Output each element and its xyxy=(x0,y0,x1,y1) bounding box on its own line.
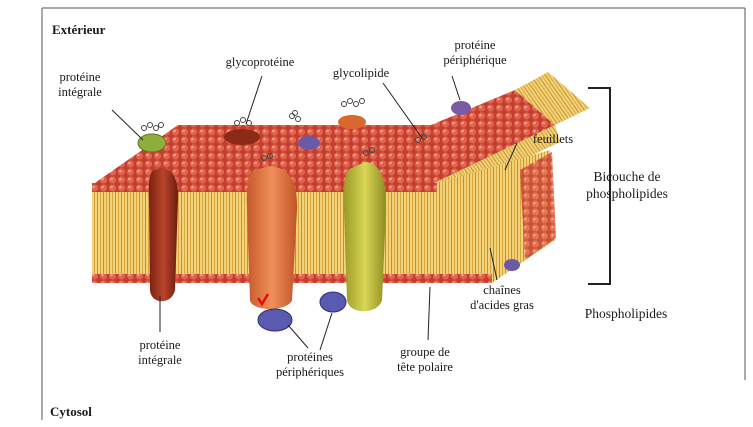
label-bicouche: Bicouche de phospholipides xyxy=(564,168,690,202)
peripheral-protein-top xyxy=(451,101,471,115)
surface-purple-protein xyxy=(298,136,320,150)
peripheral-protein-bottom-1 xyxy=(258,309,292,331)
integral-protein-red xyxy=(149,168,178,301)
label-phospholipides: Phospholipides xyxy=(566,305,686,322)
glycoprotein-surface xyxy=(224,129,260,145)
label-proteine-integrale-top-line1: protéine xyxy=(45,70,115,85)
label-proteine-integrale-top: protéine intégrale xyxy=(45,70,115,100)
label-chaines-acides-gras: chaînes d'acides gras xyxy=(452,283,552,313)
label-proteine-integrale-bottom-line2: intégrale xyxy=(125,353,195,368)
label-proteines-peripheriques-line1: protéines xyxy=(260,350,360,365)
integral-protein-yellow xyxy=(344,162,386,311)
label-groupe-line2: tête polaire xyxy=(380,360,470,375)
label-glycolipide: glycolipide xyxy=(316,66,406,81)
label-groupe-tete-polaire: groupe de tête polaire xyxy=(380,345,470,375)
label-chaines-line2: d'acides gras xyxy=(452,298,552,313)
label-proteines-peripheriques: protéines périphériques xyxy=(260,350,360,380)
peripheral-protein-bottom-2 xyxy=(320,292,346,312)
label-proteine-peripherique-top-line2: périphérique xyxy=(420,53,530,68)
label-bicouche-line1: Bicouche de xyxy=(564,168,690,185)
surface-orange-protein xyxy=(338,115,366,129)
side-heads xyxy=(520,152,556,260)
label-chaines-line1: chaînes xyxy=(452,283,552,298)
green-protein xyxy=(138,134,166,152)
label-proteine-integrale-top-line2: intégrale xyxy=(45,85,115,100)
label-proteine-integrale-bottom-line1: protéine xyxy=(125,338,195,353)
label-proteine-peripherique-top: protéine périphérique xyxy=(420,38,530,68)
label-feuillets: feuillets xyxy=(518,132,588,147)
label-glycoproteine: glycoprotéine xyxy=(200,55,320,70)
label-proteine-peripherique-top-line1: protéine xyxy=(420,38,530,53)
label-exterieur: Extérieur xyxy=(52,22,105,37)
side-purple-protein xyxy=(504,259,520,271)
label-cytosol: Cytosol xyxy=(50,404,92,419)
label-proteine-integrale-bottom: protéine intégrale xyxy=(125,338,195,368)
label-bicouche-line2: phospholipides xyxy=(564,185,690,202)
label-proteines-peripheriques-line2: périphériques xyxy=(260,365,360,380)
integral-protein-orange xyxy=(247,166,297,309)
label-groupe-line1: groupe de xyxy=(380,345,470,360)
